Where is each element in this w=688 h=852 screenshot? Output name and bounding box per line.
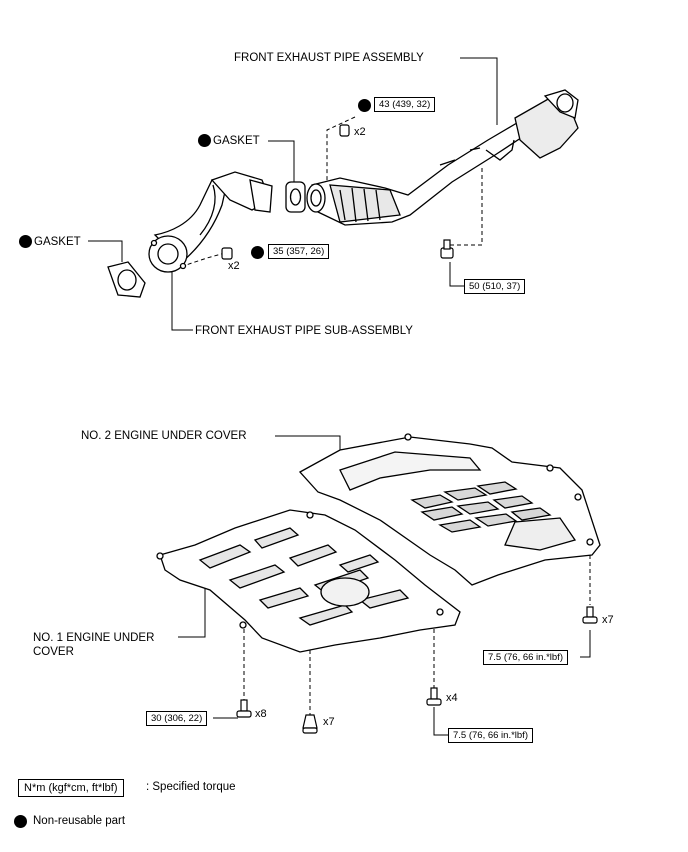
leader-torque-7-5-right — [580, 630, 591, 658]
label-gasket-lower: GASKET — [34, 236, 81, 248]
dashed-bolt-50 — [450, 165, 483, 246]
front-exhaust-pipe-assembly-drawing — [306, 89, 579, 226]
leader-sub-assembly — [171, 272, 193, 331]
non-reusable-marker-nut-top — [358, 99, 371, 112]
dashed-nut-mid — [185, 252, 226, 266]
qty-x4: x4 — [446, 692, 458, 704]
dashed-nut-top — [326, 116, 356, 183]
torque-box-7-5-mid: 7.5 (76, 66 in.*lbf) — [448, 728, 533, 743]
torque-box-50: 50 (510, 37) — [464, 279, 526, 294]
bolt-x8-drawing — [236, 699, 252, 718]
qty-x2-top: x2 — [354, 126, 366, 138]
leader-front-exhaust-pipe-assembly — [460, 57, 498, 125]
legend-torque-desc: : Specified torque — [146, 781, 236, 793]
gasket-lower-drawing — [107, 261, 146, 298]
legend-torque-unit: N*m (kgf*cm, ft*lbf) — [18, 779, 124, 797]
bolt-x7-right-drawing — [582, 606, 598, 624]
bolt-50-drawing — [440, 239, 454, 259]
label-no1-engine-under-cover-line1: NO. 1 ENGINE UNDER — [33, 632, 155, 644]
qty-x2-mid: x2 — [228, 260, 240, 272]
nut-mid — [221, 247, 233, 260]
non-reusable-marker-gasket-lower — [19, 235, 32, 248]
front-exhaust-pipe-sub-assembly-drawing — [148, 171, 273, 273]
legend-non-reusable-desc: Non-reusable part — [33, 815, 126, 827]
no1-engine-under-cover-drawing — [156, 509, 461, 653]
label-gasket-upper: GASKET — [213, 135, 260, 147]
torque-box-43: 43 (439, 32) — [374, 97, 436, 112]
qty-x7-clip: x7 — [323, 716, 335, 728]
leader-gasket-upper — [268, 140, 295, 183]
leader-no1-cover — [178, 585, 206, 638]
clip-x7-drawing — [302, 714, 318, 734]
torque-box-7-5-right: 7.5 (76, 66 in.*lbf) — [483, 650, 568, 665]
label-no1-engine-under-cover-line2: COVER — [33, 646, 74, 658]
torque-box-30: 30 (306, 22) — [146, 711, 208, 726]
gasket-upper-drawing — [285, 181, 306, 213]
non-reusable-marker-gasket-upper — [198, 134, 211, 147]
leader-gasket-lower — [88, 240, 123, 262]
label-front-exhaust-pipe-assembly: FRONT EXHAUST PIPE ASSEMBLY — [234, 52, 424, 64]
legend-non-reusable-icon — [14, 815, 27, 828]
bolt-x4-drawing — [426, 687, 442, 706]
nut-top — [339, 124, 350, 137]
leader-torque-50 — [449, 262, 464, 287]
leader-torque-7-5-mid — [433, 707, 448, 736]
label-no2-engine-under-cover: NO. 2 ENGINE UNDER COVER — [81, 430, 247, 442]
qty-x7-right: x7 — [602, 614, 614, 626]
torque-box-35: 35 (357, 26) — [268, 244, 330, 259]
no2-engine-under-cover-drawing — [298, 433, 601, 586]
label-front-exhaust-pipe-sub-assembly: FRONT EXHAUST PIPE SUB-ASSEMBLY — [195, 325, 413, 337]
qty-x8: x8 — [255, 708, 267, 720]
non-reusable-marker-nut-mid — [251, 246, 264, 259]
